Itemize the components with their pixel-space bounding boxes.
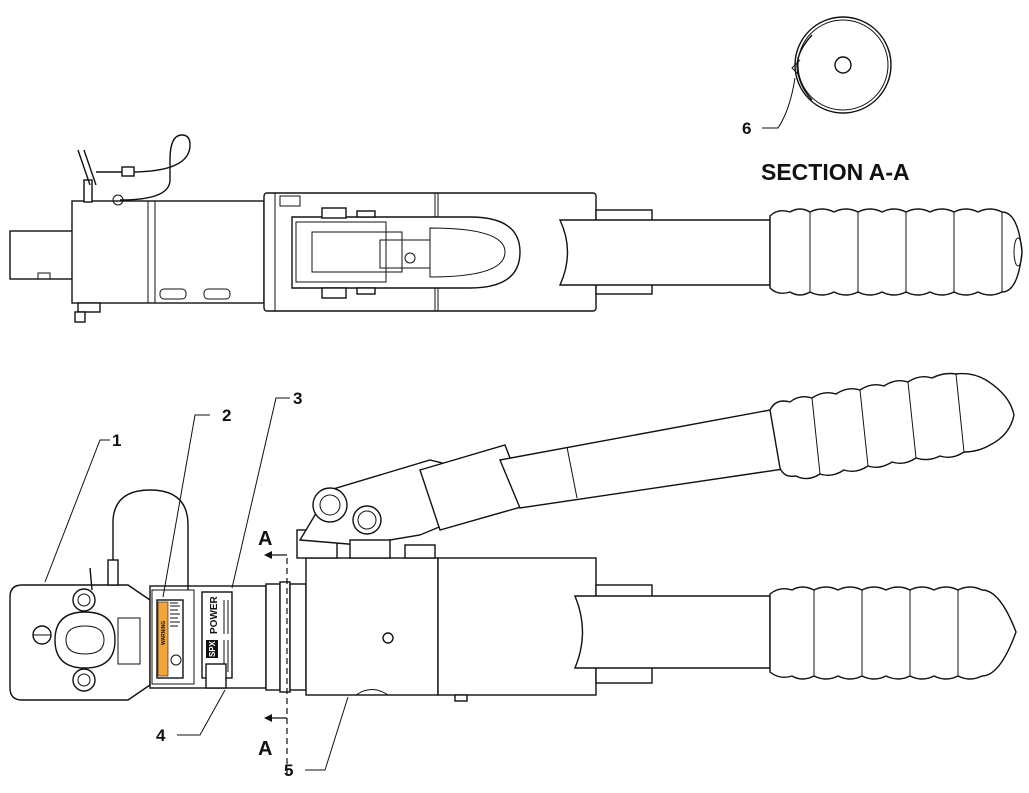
callout-2: 2 [222,406,231,425]
warning-header: WARNING [161,621,167,645]
callout-5: 5 [284,761,293,780]
callout-6: 6 [742,119,751,138]
callout-3: 3 [293,389,302,408]
callout-1: 1 [112,431,121,450]
top-view [9,134,1023,323]
callouts: 1 2 3 4 5 [44,389,349,780]
side-view: WARNING SPX POWER [9,372,1017,775]
callout-4: 4 [156,726,166,745]
section-marker-bottom: A [258,738,272,760]
brand-box: SPX [208,640,217,657]
section-detail: 6 SECTION A-A [742,16,910,185]
brand-name: POWER [209,595,220,634]
section-marker-top: A [258,528,272,550]
section-title: SECTION A-A [761,159,910,185]
